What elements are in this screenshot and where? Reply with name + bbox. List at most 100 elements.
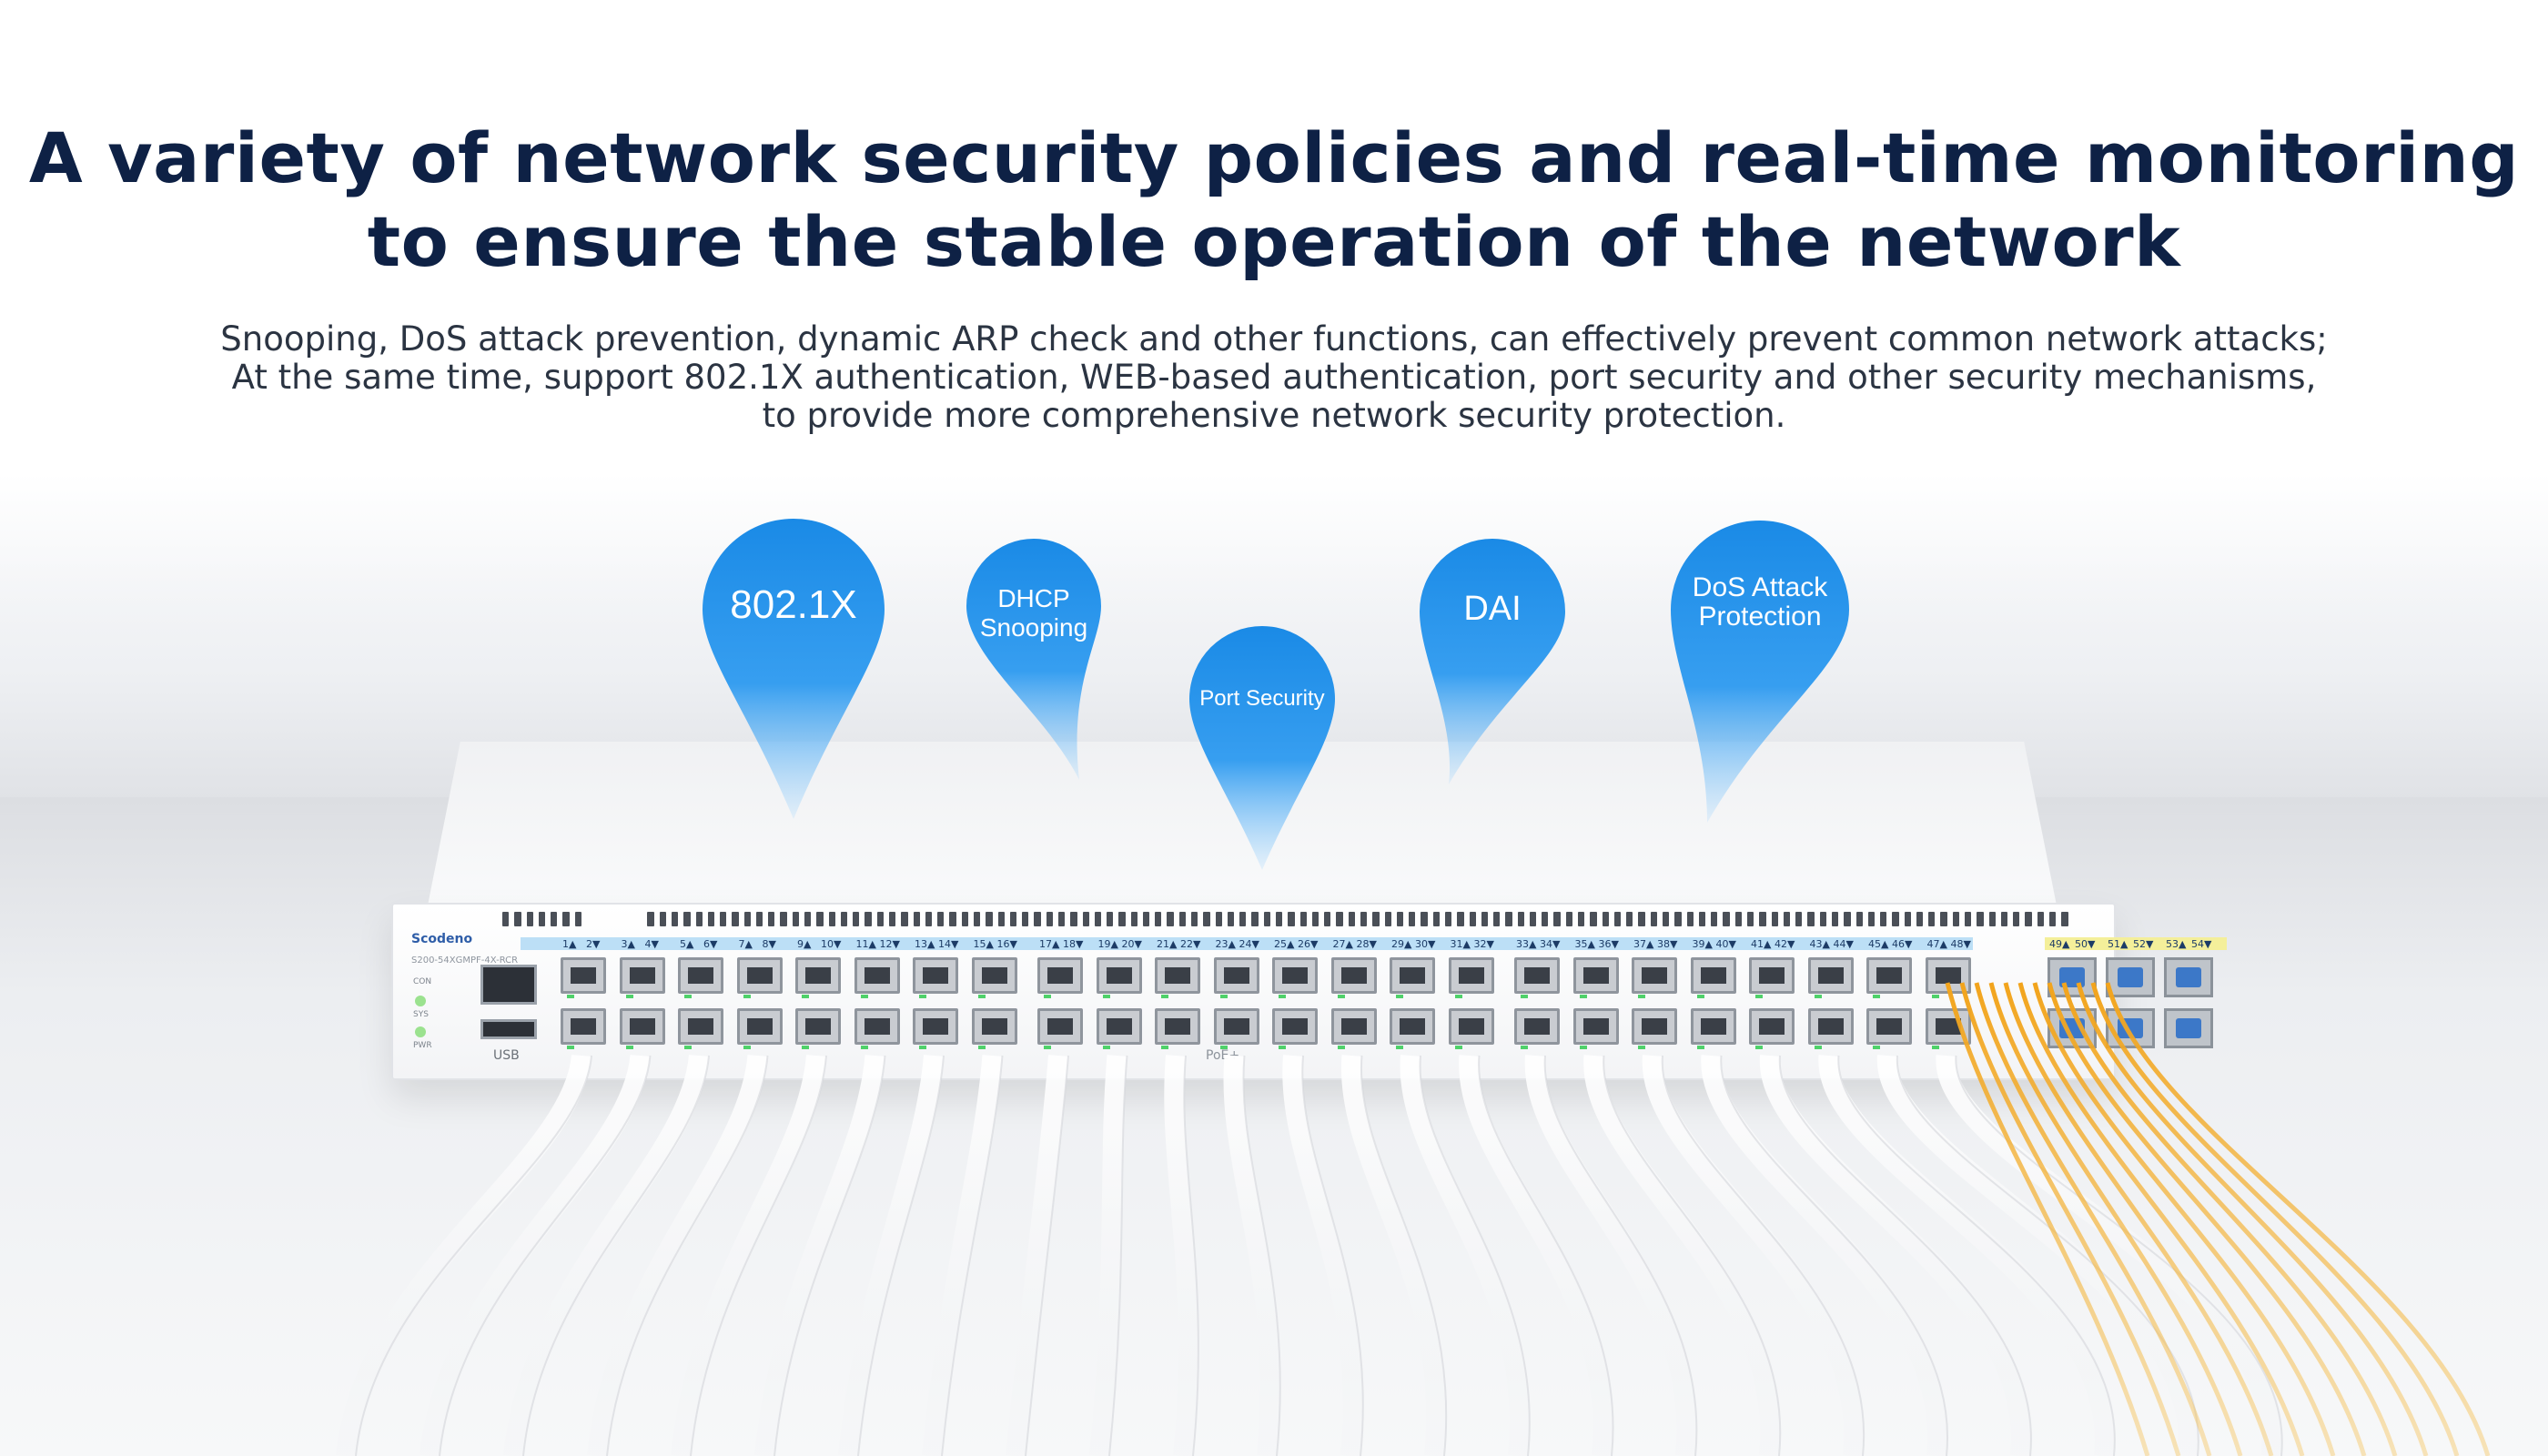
poe-label: PoE+ xyxy=(1206,1048,1240,1063)
rj45-port[interactable] xyxy=(795,1008,841,1049)
rj45-port[interactable] xyxy=(1390,1008,1435,1049)
rj45-port[interactable] xyxy=(854,957,900,998)
port-number-label: 4▼ xyxy=(644,938,659,950)
vent-slot xyxy=(502,912,510,926)
rj45-port[interactable] xyxy=(619,1008,665,1049)
port-number-label: 42▼ xyxy=(1774,938,1795,950)
vent-slot xyxy=(840,912,848,926)
rj45-port[interactable] xyxy=(1925,1008,1971,1049)
rj45-port[interactable] xyxy=(1807,1008,1854,1049)
vent-slot xyxy=(743,912,751,926)
vent-slot xyxy=(1324,912,1331,926)
rj45-port[interactable] xyxy=(854,1008,900,1049)
sfp-port[interactable] xyxy=(2164,1008,2213,1048)
vent-slot xyxy=(1094,912,1102,926)
rj45-port[interactable] xyxy=(1213,957,1259,998)
rj45-port[interactable] xyxy=(1330,1008,1377,1049)
rj45-port[interactable] xyxy=(1330,957,1377,998)
vent-slot xyxy=(780,912,787,926)
rj45-port[interactable] xyxy=(736,957,783,998)
vent-slot xyxy=(997,912,1005,926)
rj45-port[interactable] xyxy=(1866,1008,1912,1049)
rj45-port[interactable] xyxy=(678,957,723,998)
rj45-port[interactable] xyxy=(1749,1008,1795,1049)
port-number-label: 39▲ xyxy=(1692,938,1713,950)
vent-slot xyxy=(1746,912,1754,926)
description: Snooping, DoS attack prevention, dynamic… xyxy=(0,320,2548,435)
rj45-port[interactable] xyxy=(971,1008,1017,1049)
rj45-port[interactable] xyxy=(1514,957,1560,998)
sfp-port[interactable] xyxy=(2048,1008,2097,1048)
rj45-port[interactable] xyxy=(1807,957,1854,998)
rj45-port[interactable] xyxy=(1272,1008,1318,1049)
sfp-port[interactable] xyxy=(2164,957,2213,997)
rj45-port[interactable] xyxy=(1572,1008,1619,1049)
rj45-port[interactable] xyxy=(1155,1008,1200,1049)
vent-slot xyxy=(1613,912,1622,926)
port-number-label: 29▲ xyxy=(1391,938,1412,950)
vent-slot xyxy=(853,912,860,926)
rj45-port[interactable] xyxy=(561,1008,606,1049)
vent-slot xyxy=(1396,912,1404,926)
sfp-number-label: 50▼ xyxy=(2075,938,2096,950)
vent-slot xyxy=(2000,912,2008,926)
rj45-port[interactable] xyxy=(561,957,606,998)
rj45-port[interactable] xyxy=(1390,957,1435,998)
vent-slot xyxy=(1082,912,1089,926)
rj45-port[interactable] xyxy=(1096,957,1142,998)
rj45-port[interactable] xyxy=(1096,1008,1142,1049)
rj45-port[interactable] xyxy=(736,1008,783,1049)
vent-slot xyxy=(864,912,872,926)
vent-slot xyxy=(973,912,981,926)
port-number-label: 19▲ xyxy=(1097,938,1118,950)
rj45-port[interactable] xyxy=(678,1008,723,1049)
feature-pin-8021x: 802.1X xyxy=(703,519,885,819)
rj45-port[interactable] xyxy=(971,957,1017,998)
rj45-port[interactable] xyxy=(1037,1008,1083,1049)
rj45-port[interactable] xyxy=(1749,957,1795,998)
pin-label: DoS Attack Protection xyxy=(1671,573,1849,632)
vent-slot xyxy=(1107,912,1114,926)
sfp-number-label: 53▲ xyxy=(2166,938,2187,950)
vent-slot xyxy=(1759,912,1766,926)
rj45-port[interactable] xyxy=(913,1008,958,1049)
rj45-port[interactable] xyxy=(1690,957,1736,998)
vent-slot xyxy=(1336,912,1343,926)
port-number-label: 43▲ xyxy=(1809,938,1830,950)
vent-slot xyxy=(1288,912,1295,926)
vent-slot xyxy=(1360,912,1368,926)
rj45-port[interactable] xyxy=(1690,1008,1736,1049)
rj45-port[interactable] xyxy=(1448,957,1494,998)
pin-marker-icon xyxy=(966,539,1101,780)
rj45-port[interactable] xyxy=(1925,957,1971,998)
rj45-port[interactable] xyxy=(1632,957,1677,998)
rj45-port[interactable] xyxy=(913,957,958,998)
rj45-port[interactable] xyxy=(795,957,841,998)
vent-slot xyxy=(1928,912,1936,926)
rj45-port[interactable] xyxy=(1632,1008,1677,1049)
rj45-port[interactable] xyxy=(1155,957,1200,998)
vent-slot xyxy=(1215,912,1222,926)
port-number-label: 40▼ xyxy=(1715,938,1736,950)
rj45-port[interactable] xyxy=(1572,957,1619,998)
vent-slot xyxy=(1831,912,1839,926)
vent-slot xyxy=(1118,912,1126,926)
rj45-port[interactable] xyxy=(619,957,665,998)
rj45-port[interactable] xyxy=(1272,957,1318,998)
description-line-1: Snooping, DoS attack prevention, dynamic… xyxy=(220,319,2328,359)
vent-slot xyxy=(551,912,558,926)
rj45-port[interactable] xyxy=(1448,1008,1494,1049)
vent-slot xyxy=(1771,912,1778,926)
sfp-port[interactable] xyxy=(2106,957,2155,997)
sfp-port[interactable] xyxy=(2048,957,2097,997)
rj45-port[interactable] xyxy=(1514,1008,1560,1049)
vent-slot xyxy=(2025,912,2032,926)
rj45-port[interactable] xyxy=(1213,1008,1259,1049)
rj45-port[interactable] xyxy=(1866,957,1912,998)
vent-slot xyxy=(732,912,739,926)
vent-slot xyxy=(876,912,884,926)
rj45-port[interactable] xyxy=(1037,957,1083,998)
sfp-port[interactable] xyxy=(2106,1008,2155,1048)
port-number-label: 44▼ xyxy=(1833,938,1854,950)
sfp-number-label: 51▲ xyxy=(2108,938,2128,950)
